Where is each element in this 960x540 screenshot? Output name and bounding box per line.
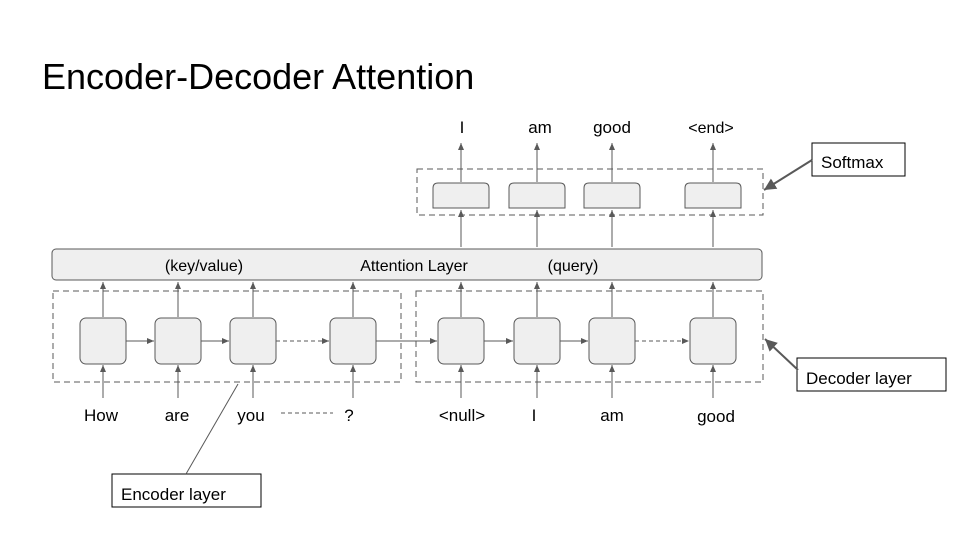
softmax-cell: [508, 182, 566, 209]
decoder-input-word: I: [532, 406, 537, 425]
attention-layer-label: Attention Layer: [360, 258, 468, 275]
encoder-layer-callout-pointer: [185, 383, 239, 475]
encoder-input-word: ?: [344, 406, 353, 425]
decoder-cell: [437, 317, 485, 365]
encoder-cell: [329, 317, 377, 365]
encoder-layer-callout-label: Encoder layer: [121, 485, 226, 504]
decoder-output-word: <end>: [688, 120, 733, 137]
encoder-group-border: [52, 290, 402, 383]
decoder-output-word: am: [528, 118, 552, 137]
decoder-output-word: good: [593, 118, 631, 137]
softmax-cell: [432, 182, 490, 209]
decoder-cell: [513, 317, 561, 365]
encoder-input-word: you: [237, 406, 264, 425]
slide-title: Encoder-Decoder Attention: [42, 56, 475, 97]
decoder-cell: [588, 317, 636, 365]
decoder-output-word: I: [460, 118, 465, 137]
query-label: (query): [548, 258, 599, 275]
decoder-layer-callout-box: [796, 357, 947, 392]
decoder-input-word: am: [600, 406, 624, 425]
decoder-input-word: <null>: [439, 406, 485, 425]
softmax-callout-label: Softmax: [821, 153, 884, 172]
softmax-group-border: [416, 168, 764, 216]
decoder-layer-callout-label: Decoder layer: [806, 369, 912, 388]
encoder-input-word: are: [165, 406, 190, 425]
key-value-label: (key/value): [165, 258, 243, 275]
attention-layer-bar: [51, 248, 763, 281]
encoder-cell: [79, 317, 127, 365]
decoder-input-word: good: [697, 407, 735, 426]
softmax-cell: [684, 182, 742, 209]
encoder-cell: [154, 317, 202, 365]
softmax-cell: [583, 182, 641, 209]
encoder-input-word: How: [84, 406, 119, 425]
encoder-layer-callout-box: [111, 473, 262, 508]
softmax-callout-pointer: [763, 159, 813, 191]
decoder-group-border: [415, 290, 764, 383]
decoder-cell: [689, 317, 737, 365]
decoder-layer-callout-pointer: [764, 338, 799, 371]
softmax-callout-box: [811, 142, 906, 177]
encoder-cell: [229, 317, 277, 365]
